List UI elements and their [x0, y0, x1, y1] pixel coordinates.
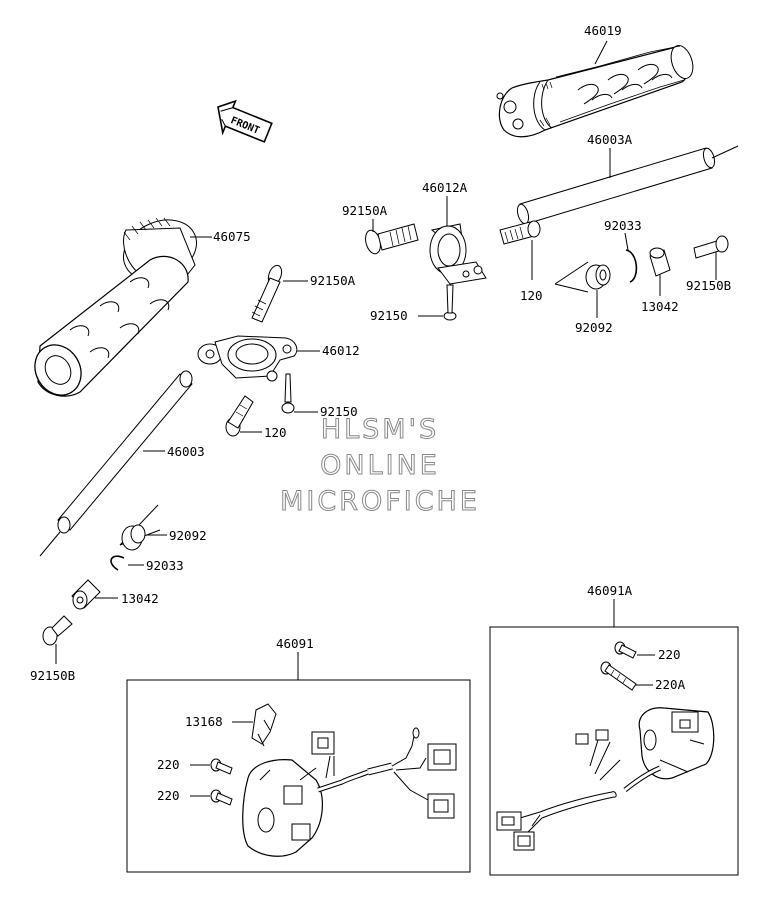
weight-13042-top [650, 248, 670, 276]
label-92092-top: 92092 [575, 320, 613, 335]
clamp-46012 [198, 336, 297, 381]
label-92092-bot: 92092 [169, 528, 207, 543]
circlip-92033-bot [111, 556, 124, 570]
label-92033-top: 92033 [604, 218, 642, 233]
watermark-line-3: MICROFICHE [280, 486, 480, 518]
screw-220-b [211, 759, 232, 774]
label-92150A-mid: 92150A [310, 273, 356, 288]
switch-housing-46091 [243, 728, 456, 856]
switch-housing-46091A [497, 708, 714, 850]
collar-92092-top [555, 262, 610, 292]
clip-13168 [252, 704, 276, 746]
bolt-120-top [500, 221, 540, 244]
grip-46075 [26, 209, 206, 404]
screw-220-c [211, 790, 232, 805]
label-46091A: 46091A [587, 583, 633, 598]
bolt-92150B-top [694, 236, 728, 258]
bolt-92150B-bot [43, 616, 72, 645]
bolt-120-mid [226, 396, 253, 436]
screw-92150-mid [282, 374, 294, 413]
label-46003A: 46003A [587, 132, 633, 147]
label-92150B-bot: 92150B [30, 668, 75, 683]
tube-46003A [515, 146, 738, 225]
screw-92150-top [444, 285, 456, 320]
label-92150B-top: 92150B [686, 278, 731, 293]
label-220-a: 220 [658, 647, 681, 662]
label-13042-bot: 13042 [121, 591, 159, 606]
clamp-46012A [430, 224, 486, 284]
bolt-92150A-top [363, 224, 418, 255]
label-220A: 220A [655, 677, 686, 692]
label-92033-bot: 92033 [146, 558, 184, 573]
label-46075: 46075 [213, 229, 251, 244]
label-46019: 46019 [584, 23, 622, 38]
tube-46003 [40, 371, 192, 556]
label-92150-mid: 92150 [320, 404, 358, 419]
grip-46019 [497, 43, 697, 137]
front-arrow-icon: FRONT [210, 96, 275, 149]
screw-220A [601, 662, 636, 690]
screw-220-a [615, 642, 636, 658]
watermark-line-2: ONLINE [320, 450, 440, 482]
label-220-b: 220 [157, 757, 180, 772]
label-92150-top: 92150 [370, 308, 408, 323]
label-46012: 46012 [322, 343, 360, 358]
watermark-line-1: HLSM'S [320, 414, 440, 446]
label-120-mid: 120 [264, 425, 287, 440]
label-13042-top: 13042 [641, 299, 679, 314]
label-46091: 46091 [276, 636, 314, 651]
weight-13042-bot [72, 580, 100, 609]
label-46003: 46003 [167, 444, 205, 459]
bolt-92150A-mid [252, 264, 284, 322]
label-92150A-top: 92150A [342, 203, 388, 218]
collar-92092-bot [120, 505, 160, 550]
label-120-top: 120 [520, 288, 543, 303]
label-220-c: 220 [157, 788, 180, 803]
label-46012A: 46012A [422, 180, 468, 195]
label-13168: 13168 [185, 714, 223, 729]
circlip-92033-top [626, 250, 636, 282]
